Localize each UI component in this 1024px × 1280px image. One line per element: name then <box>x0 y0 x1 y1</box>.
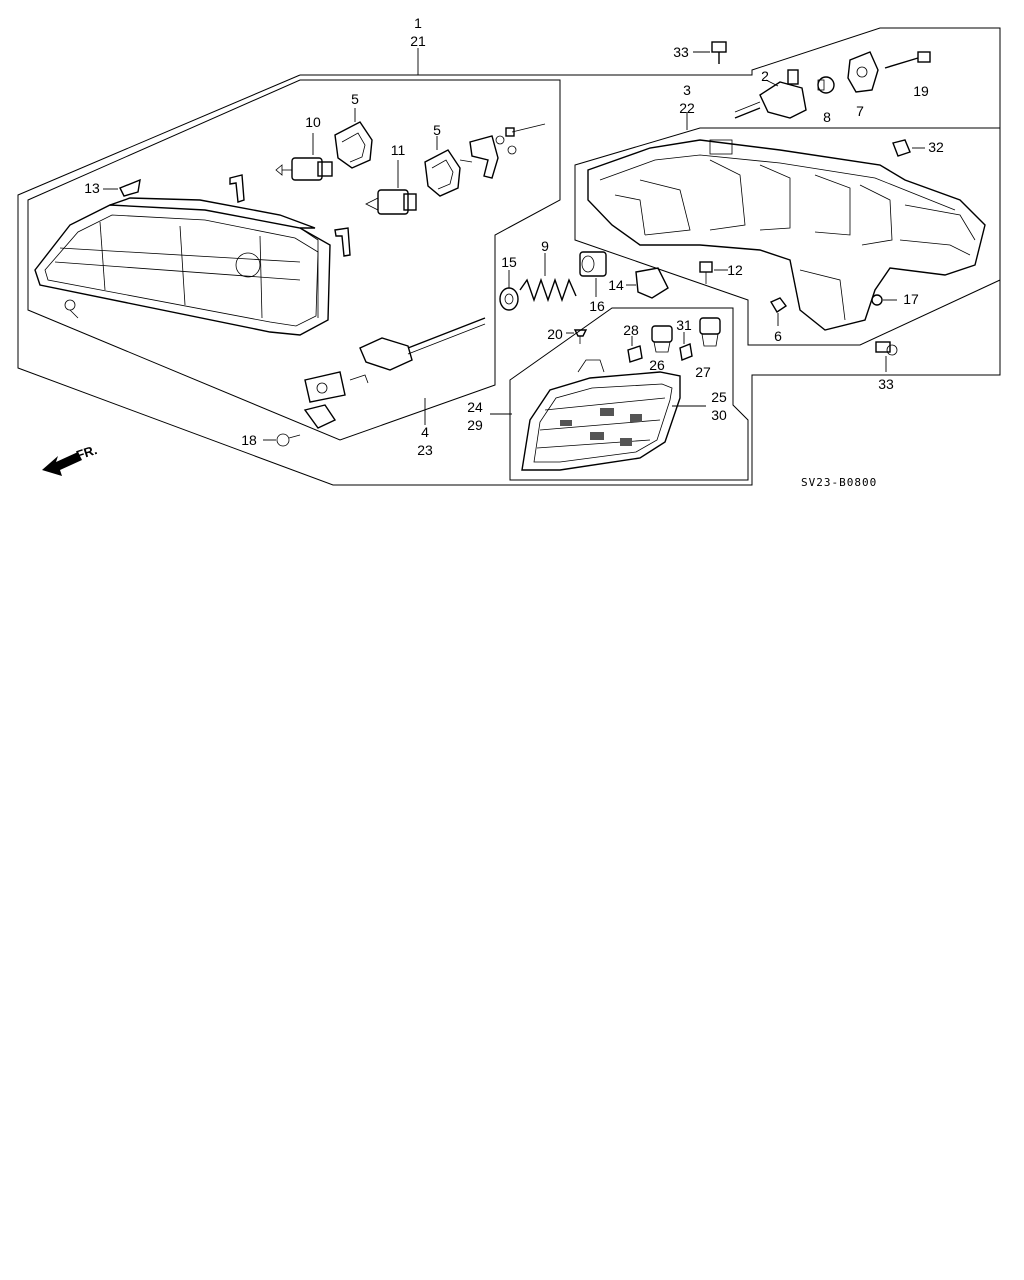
callout-23: 23 <box>417 442 433 458</box>
callout-22: 22 <box>679 100 695 116</box>
callout-5-right: 5 <box>433 122 441 138</box>
group-border-housing <box>574 127 1001 346</box>
nut-part-6 <box>769 297 788 313</box>
callout-12: 12 <box>727 262 743 278</box>
callout-28: 28 <box>623 322 639 338</box>
headlight-housing <box>587 139 986 331</box>
corner-light-lens <box>521 359 681 471</box>
spring-part-9 <box>519 277 577 303</box>
callout-10: 10 <box>305 114 321 130</box>
adjuster-part-4 <box>303 317 486 429</box>
callout-6: 6 <box>774 328 782 344</box>
direction-label: FR. <box>74 442 99 463</box>
callout-16: 16 <box>589 298 605 314</box>
callout-24: 24 <box>467 399 483 415</box>
callout-26: 26 <box>649 357 665 373</box>
callout-4: 4 <box>421 424 429 440</box>
callout-30: 30 <box>711 407 727 423</box>
callout-33-top: 33 <box>673 44 689 60</box>
callout-29: 29 <box>467 417 483 433</box>
callout-25: 25 <box>711 389 727 405</box>
bolt-part-33-top <box>711 41 727 64</box>
callout-1: 1 <box>414 15 422 31</box>
callout-19: 19 <box>913 83 929 99</box>
clip-part-32 <box>892 139 911 157</box>
callout-17: 17 <box>903 291 919 307</box>
callout-20: 20 <box>547 326 563 342</box>
bulb-part-11 <box>365 189 417 215</box>
sensor-part-2 <box>734 69 807 119</box>
adjuster-bracket <box>459 123 546 179</box>
socket-part-27 <box>699 317 721 347</box>
bulb-part-8 <box>817 76 835 94</box>
bolt-part-19 <box>884 51 931 69</box>
callout-9: 9 <box>541 238 549 254</box>
screw-part-18 <box>276 433 301 447</box>
clip-part-14 <box>635 267 669 299</box>
group-border-corner-light <box>509 307 749 481</box>
callout-5-left: 5 <box>351 91 359 107</box>
callout-11: 11 <box>391 142 406 158</box>
callout-32: 32 <box>928 139 944 155</box>
diagram-code: SV23-B0800 <box>801 476 877 489</box>
callout-14: 14 <box>608 277 624 293</box>
callout-27: 27 <box>695 364 711 380</box>
cap-part-16 <box>579 251 607 277</box>
nut-part-12 <box>699 261 713 284</box>
callout-8: 8 <box>823 109 831 125</box>
bracket-part-7 <box>847 51 879 93</box>
lens-hook <box>229 174 245 203</box>
callout-21: 21 <box>410 33 426 49</box>
retaining-ring-part-5-left <box>334 121 373 169</box>
washer-part-15 <box>499 287 519 311</box>
nut-part-17 <box>871 294 883 306</box>
group-border-headlight-assembly <box>17 27 1001 486</box>
callout-15: 15 <box>501 254 517 270</box>
headlight-lens <box>34 197 331 336</box>
callout-31: 31 <box>676 317 692 333</box>
callout-33-bottom: 33 <box>878 376 894 392</box>
bolt-part-33-bottom <box>875 341 898 356</box>
gasket-part-31 <box>679 343 693 361</box>
screw-part-20 <box>573 329 588 344</box>
socket-part-26 <box>651 325 673 353</box>
front-direction-arrow-icon <box>42 452 82 476</box>
group-border-headlight-unit <box>27 79 561 441</box>
callout-18: 18 <box>241 432 257 448</box>
gasket-part-28 <box>627 345 643 363</box>
clip-part-13 <box>119 178 141 197</box>
bulb-part-10 <box>275 157 333 181</box>
retaining-ring-part-5-right <box>424 149 461 197</box>
lens-screw <box>64 299 79 319</box>
callout-7: 7 <box>856 103 864 119</box>
callout-2: 2 <box>761 68 769 84</box>
callout-13: 13 <box>84 180 100 196</box>
lens-hook-lower <box>334 227 351 257</box>
callout-3: 3 <box>683 82 691 98</box>
